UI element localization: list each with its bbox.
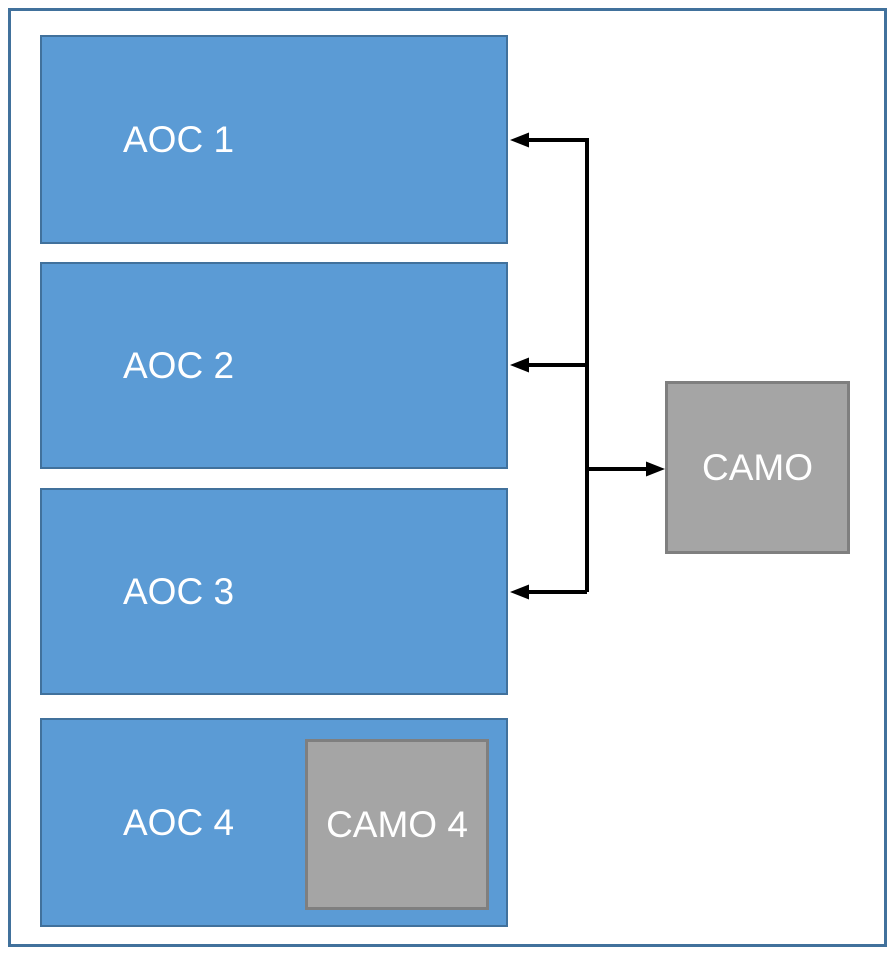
box-aoc-4-label: AOC 4 (123, 802, 235, 843)
box-camo-4-label: CAMO 4 (326, 804, 468, 845)
outer-frame (8, 8, 887, 947)
box-aoc-1-label: AOC 1 (123, 119, 235, 160)
box-aoc-3-label: AOC 3 (123, 571, 235, 612)
box-camo-4: CAMO 4 (305, 739, 489, 910)
box-aoc-2-label: AOC 2 (123, 345, 235, 386)
box-camo-label: CAMO (702, 447, 813, 488)
box-aoc-2: AOC 2 (40, 262, 508, 469)
box-aoc-3: AOC 3 (40, 488, 508, 695)
box-camo: CAMO (665, 381, 850, 554)
box-aoc-1: AOC 1 (40, 35, 508, 244)
